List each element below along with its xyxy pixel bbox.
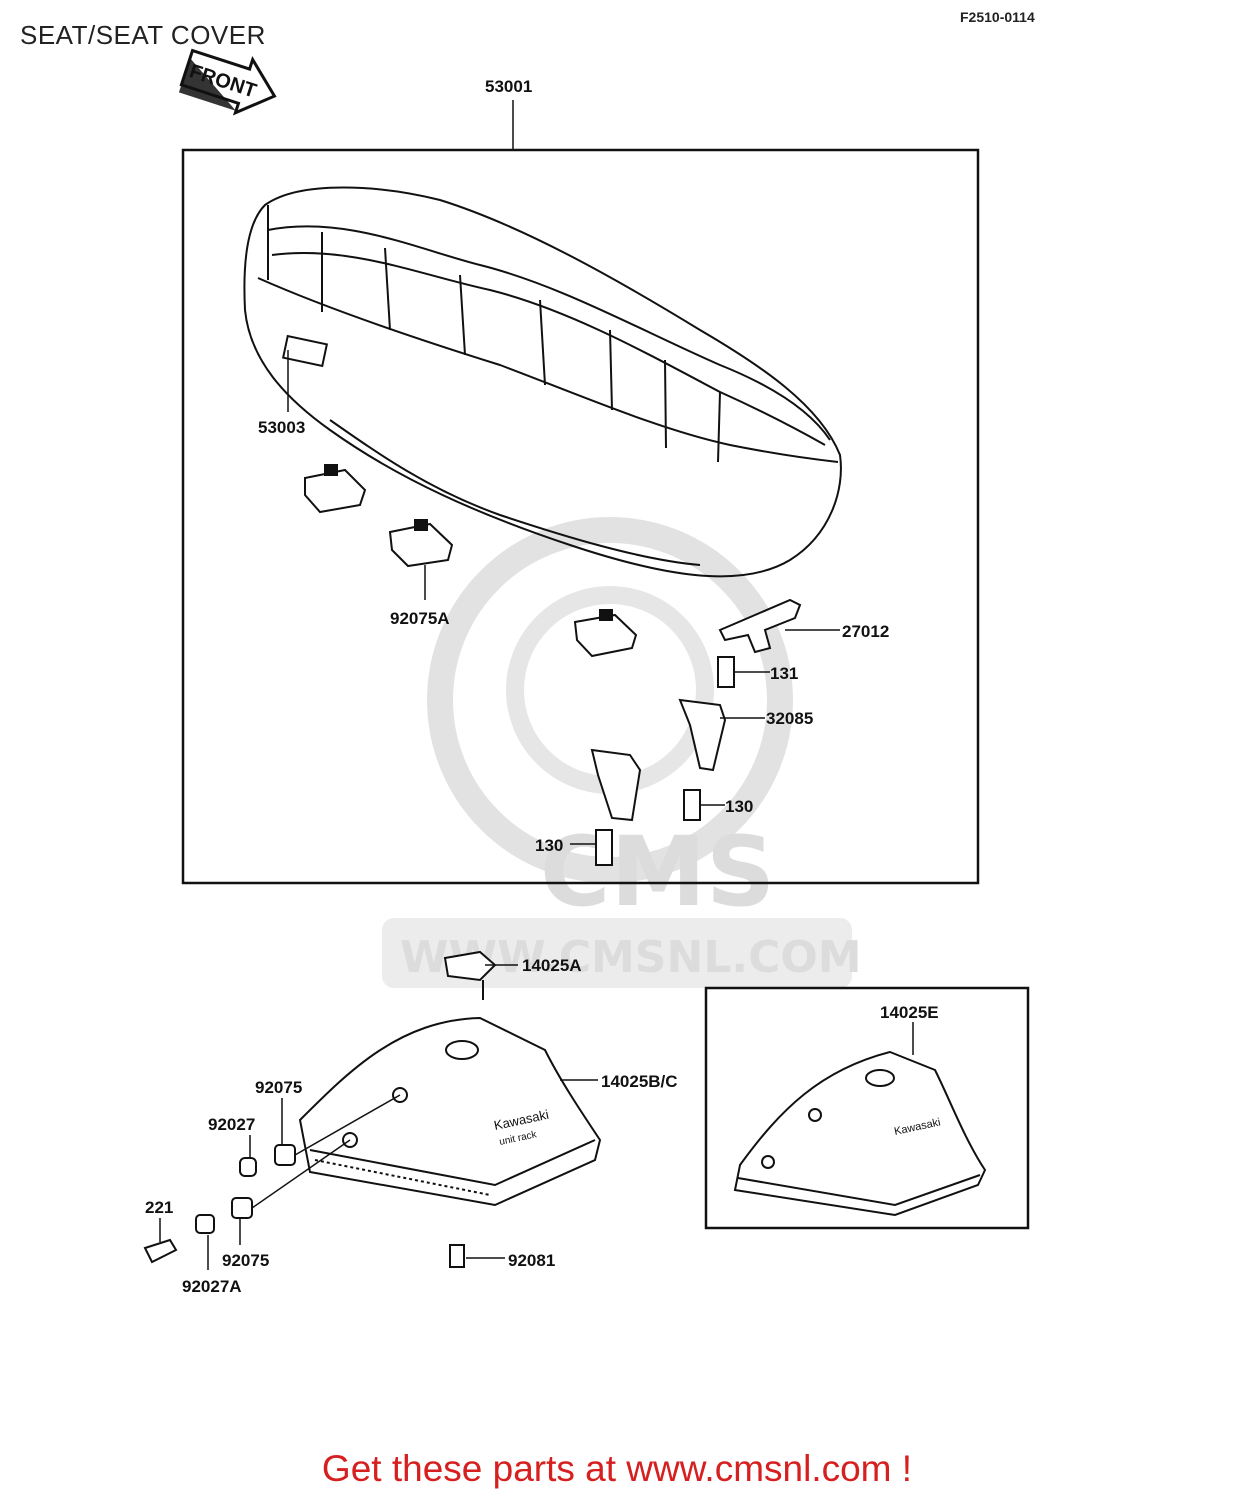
part-label-92081: 92081 bbox=[508, 1251, 555, 1270]
part-label-92027: 92027 bbox=[208, 1115, 255, 1134]
leader-lines-upper bbox=[570, 629, 840, 845]
tail-fastener-parts bbox=[143, 1144, 465, 1268]
part-label-130-left: 130 bbox=[535, 836, 563, 855]
seat-damper-parts bbox=[304, 464, 638, 658]
part-label-14025e: 14025E bbox=[880, 1003, 939, 1022]
part-label-92075-top: 92075 bbox=[255, 1078, 302, 1097]
part-label-14025bc: 14025B/C bbox=[601, 1072, 678, 1091]
part-label-53003: 53003 bbox=[258, 418, 305, 437]
part-label-53001: 53001 bbox=[485, 77, 532, 96]
page-title: SEAT/SEAT COVER bbox=[20, 20, 266, 50]
part-label-92027a: 92027A bbox=[182, 1277, 242, 1296]
watermark-ring bbox=[427, 517, 793, 883]
diagram-ref-code: F2510-0114 bbox=[960, 9, 1035, 25]
bracket-parts bbox=[590, 598, 802, 866]
leader-lines-lower bbox=[159, 964, 598, 1270]
front-arrow: FRONT bbox=[178, 48, 277, 116]
variant-box bbox=[704, 986, 1030, 1230]
part-label-131: 131 bbox=[770, 664, 798, 683]
part-label-14025a: 14025A bbox=[522, 956, 582, 975]
variant-tail-box-illustration bbox=[733, 1050, 987, 1217]
seat-assembly-box bbox=[181, 148, 980, 885]
part-label-92075a-upper: 92075A bbox=[390, 609, 450, 628]
seat-illustration bbox=[243, 186, 842, 578]
watermark-banner bbox=[382, 918, 852, 988]
part-label-92075-bottom: 92075 bbox=[222, 1251, 269, 1270]
part-labels: 53001 53003 92075A 27012 131 32085 130 1… bbox=[145, 77, 939, 1296]
part-label-130-right: 130 bbox=[725, 797, 753, 816]
part-label-27012: 27012 bbox=[842, 622, 889, 641]
part-label-221: 221 bbox=[145, 1198, 173, 1217]
part-label-32085: 32085 bbox=[766, 709, 813, 728]
footer-cta-link[interactable]: Get these parts at www.cmsnl.com ! bbox=[321, 1448, 913, 1489]
tail-box-illustration bbox=[298, 950, 602, 1207]
watermark-logo: CMS bbox=[540, 816, 775, 928]
